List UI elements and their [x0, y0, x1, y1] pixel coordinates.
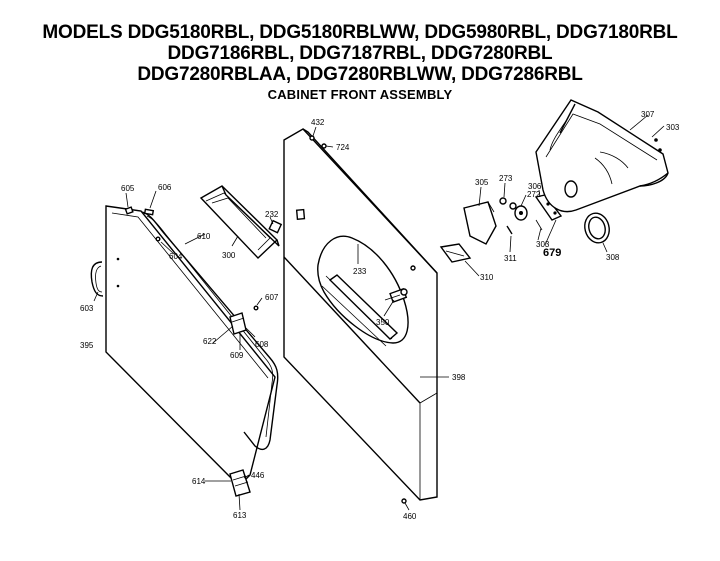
- label-608: 608: [255, 340, 269, 349]
- label-607: 607: [265, 293, 279, 302]
- label-679: 679: [543, 247, 561, 259]
- label-350: 350: [376, 318, 390, 327]
- label-432: 432: [311, 118, 325, 127]
- label-398: 398: [452, 373, 466, 382]
- label-232: 232: [265, 210, 279, 219]
- label-446: 446: [251, 471, 265, 480]
- label-609: 609: [230, 351, 244, 360]
- door-gasket: [141, 211, 279, 451]
- label-603: 603: [80, 304, 94, 313]
- models-line-1: MODELS DDG5180RBL, DDG5180RBLWW, DDG5980…: [42, 22, 678, 43]
- label-613: 613: [233, 511, 247, 520]
- door-catch: [229, 469, 251, 497]
- label-622: 622: [203, 337, 217, 346]
- cabinet-front-panel: [283, 128, 438, 504]
- label-233: 233: [353, 267, 367, 276]
- label-610: 610: [197, 232, 211, 241]
- label-272: 272: [527, 190, 541, 199]
- label-303: 303: [536, 240, 550, 249]
- door-handle: [90, 261, 104, 297]
- label-305: 305: [475, 178, 489, 187]
- label-306: 306: [528, 182, 542, 191]
- label-273: 273: [499, 174, 513, 183]
- models-line-3: DDG7280RBLAA, DDG7280RBLWW, DDG7286RBL: [137, 64, 583, 85]
- drum-bulkhead: [535, 99, 669, 213]
- cam-and-bracket-parts: [439, 194, 563, 263]
- models-line-2: DDG7186RBL, DDG7187RBL, DDG7280RBL: [167, 43, 553, 64]
- label-300: 300: [222, 251, 236, 260]
- label-614: 614: [192, 477, 206, 486]
- label-460: 460: [403, 512, 417, 521]
- label-308: 308: [606, 253, 620, 262]
- label-604: 604: [169, 252, 183, 261]
- label-303-bulkhead: 303: [666, 123, 680, 132]
- label-606: 606: [158, 183, 172, 192]
- label-310: 310: [480, 273, 494, 282]
- label-307: 307: [641, 110, 655, 119]
- diagram-subtitle: CABINET FRONT ASSEMBLY: [267, 87, 453, 102]
- label-395: 395: [80, 341, 94, 350]
- lint-filter-housing: [199, 185, 283, 259]
- part-labels: 605 606 610 604 603 395 622 609 608 607 …: [80, 110, 680, 521]
- door-hinge: [229, 305, 259, 335]
- leader-lines: [93, 114, 665, 511]
- door-panel: [105, 205, 276, 487]
- felt-seal-ring: [584, 212, 610, 244]
- label-724: 724: [336, 143, 350, 152]
- label-605: 605: [121, 184, 135, 193]
- diagram-header: MODELS DDG5180RBL, DDG5180RBLWW, DDG5980…: [0, 0, 720, 103]
- hinge-clips: [124, 206, 161, 242]
- label-311: 311: [504, 254, 517, 263]
